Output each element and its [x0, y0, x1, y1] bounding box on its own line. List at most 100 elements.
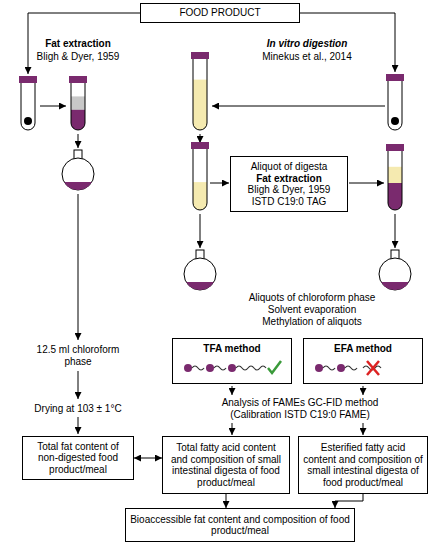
- food-sample: [24, 117, 32, 125]
- process-box: Aliquot of digestaFat extractionBligh & …: [230, 156, 348, 212]
- box-text: Bligh & Dyer, 1959: [248, 184, 331, 196]
- result-box: Total fat content of non-digested food p…: [22, 436, 134, 480]
- flow-connector: [134, 458, 162, 459]
- box-text: Fat extraction: [256, 173, 322, 185]
- tube-layer: [70, 96, 86, 110]
- round-flask: [184, 250, 216, 290]
- test-tube: [191, 142, 209, 214]
- step-label: In vitro digestion: [232, 38, 382, 50]
- arrow: [212, 106, 385, 107]
- arrow: [78, 417, 79, 434]
- tube-outline: [21, 82, 35, 130]
- tube-cap: [191, 52, 209, 59]
- tube-outline: [388, 150, 402, 210]
- arrow: [349, 183, 384, 184]
- fat-residue: [381, 282, 409, 290]
- tube-outline: [388, 80, 402, 130]
- tube-body: [388, 80, 402, 130]
- acyl-tail: [236, 366, 248, 370]
- test-tube: [191, 52, 209, 135]
- box-text: Aliquot of digesta: [251, 161, 328, 173]
- step-label: (Calibration ISTD C19:0 FAME): [180, 409, 420, 421]
- final-box: Bioaccessible fat content and compositio…: [125, 508, 355, 542]
- flow-connector: [335, 494, 363, 508]
- acyl-tail: [323, 366, 335, 370]
- arrow: [363, 386, 364, 395]
- check-mark: [268, 361, 281, 373]
- arrow: [232, 386, 233, 395]
- tube-layer: [387, 167, 403, 184]
- step-label: Solvent evaporation: [222, 304, 402, 316]
- box-text: EFA method: [334, 343, 392, 355]
- tube-layer: [192, 182, 208, 214]
- tube-outline: [71, 82, 85, 130]
- arrow: [200, 134, 201, 143]
- acyl-tail: [192, 366, 204, 370]
- box-text: ISTD C19:0 TAG: [252, 196, 327, 208]
- tube-outline: [193, 148, 207, 210]
- step-label: Drying at 103 ± 1°C: [13, 403, 143, 415]
- free-fatty-acid: [248, 366, 266, 370]
- glycerol-head: [228, 364, 236, 372]
- box-text: TFA method: [203, 343, 260, 355]
- tube-cap: [386, 74, 404, 81]
- box-text: Total fatty acid content and composition…: [167, 442, 285, 488]
- fat-residue: [64, 182, 92, 190]
- arrow: [78, 194, 79, 340]
- arrow: [40, 106, 66, 107]
- tube-cap: [191, 142, 209, 149]
- glycerol-head: [337, 364, 345, 372]
- tube-outline: [193, 58, 207, 130]
- fatty-acid-icon: [311, 357, 415, 379]
- tube-cap: [386, 144, 404, 151]
- box-text: FOOD PRODUCT: [179, 7, 260, 19]
- arrow: [200, 214, 201, 248]
- box-text: Esterified fatty acid content and compos…: [303, 442, 423, 488]
- box-text: Total fat content of non-digested food p…: [27, 441, 129, 476]
- arrow: [395, 214, 396, 248]
- glycerol-head: [184, 364, 192, 372]
- glycerol-head: [206, 364, 214, 372]
- glycerol-head: [315, 364, 323, 372]
- tube-layer: [387, 183, 403, 214]
- arrow: [210, 183, 229, 184]
- flask-body: [62, 158, 94, 190]
- icon-holder: [180, 354, 284, 379]
- result-box: Esterified fatty acid content and compos…: [298, 436, 428, 494]
- fat-residue: [186, 282, 214, 290]
- result-box: Total fatty acid content and composition…: [162, 436, 290, 494]
- arrow: [78, 134, 79, 148]
- step-label: Methylation of aliquots: [222, 316, 402, 328]
- step-label: 12.5 ml chloroform phase: [34, 344, 122, 368]
- step-label: Minekus et al., 2014: [232, 51, 382, 63]
- round-flask: [62, 150, 94, 190]
- step-label: Fat extraction: [8, 38, 148, 50]
- step-label: Aliquots of chloroform phase: [222, 292, 402, 304]
- test-tube: [386, 144, 404, 214]
- cross-mark: [367, 361, 379, 375]
- arrow: [232, 423, 233, 435]
- method-box: TFA method: [172, 338, 292, 384]
- flask-body: [184, 258, 216, 290]
- test-tube: [69, 76, 87, 133]
- flow-connector: [226, 494, 227, 508]
- test-tube: [386, 74, 404, 130]
- round-flask: [379, 250, 411, 290]
- box-text: Bioaccessible fat content and compositio…: [130, 514, 350, 537]
- tube-cap: [19, 76, 37, 83]
- fatty-acid-icon: [180, 357, 284, 379]
- test-tube: [19, 76, 37, 130]
- method-box: EFA method: [303, 338, 423, 384]
- acyl-tail: [345, 366, 357, 370]
- step-label: Analysis of FAMEs GC-FID method: [180, 397, 420, 409]
- step-label: Bligh & Dyer, 1959: [8, 51, 148, 63]
- tube-body: [21, 82, 35, 130]
- food-sample: [391, 117, 399, 125]
- acyl-tail: [214, 366, 226, 370]
- arrow: [78, 371, 79, 399]
- flow-arrows: [28, 13, 395, 435]
- arrow: [363, 423, 364, 435]
- start-box: FOOD PRODUCT: [140, 3, 300, 23]
- icon-holder: [311, 354, 415, 379]
